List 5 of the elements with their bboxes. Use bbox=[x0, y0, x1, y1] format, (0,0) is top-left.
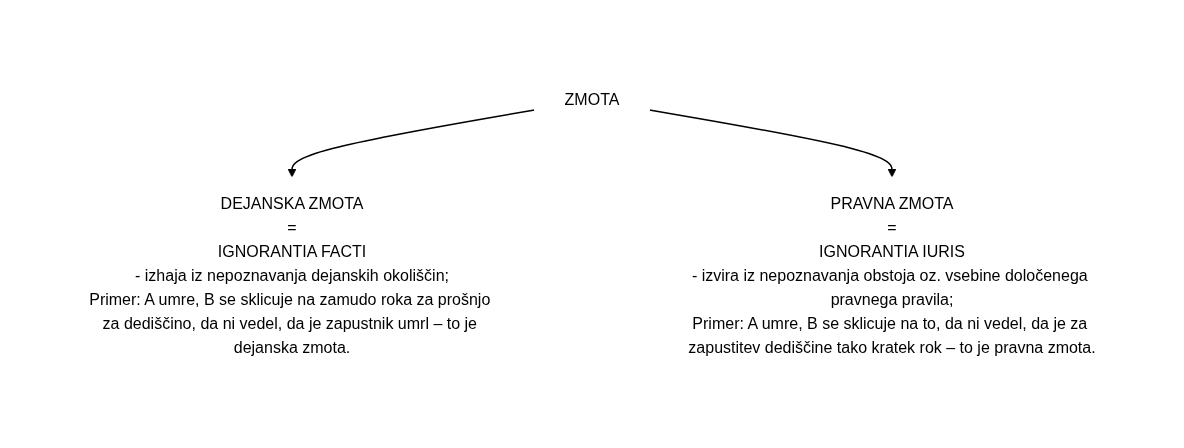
node-text: ZMOTA bbox=[564, 91, 620, 108]
node-text: PRAVNA ZMOTA = IGNORANTIA IURIS - izvira iz nepoznavanja obstoja oz. vsebine določenega pravnega pravila; Primer: A umre, B se sklicuje na to, da ni vedel, da je za zapustitev dediščine tako kratek rok – to je pravna zmota. bbox=[688, 195, 1096, 356]
node-text: DEJANSKA ZMOTA = IGNORANTIA FACTI - izhaja iz nepoznavanja dejanskih okoliščin; Primer: A umre, B se sklicuje na zamudo roka za prošnjo za dediščino, da ni vedel, da je zapustnik umrl – to je dejanska zmota. bbox=[89, 195, 491, 356]
arrow bbox=[648, 109, 897, 178]
arrow bbox=[287, 109, 536, 178]
